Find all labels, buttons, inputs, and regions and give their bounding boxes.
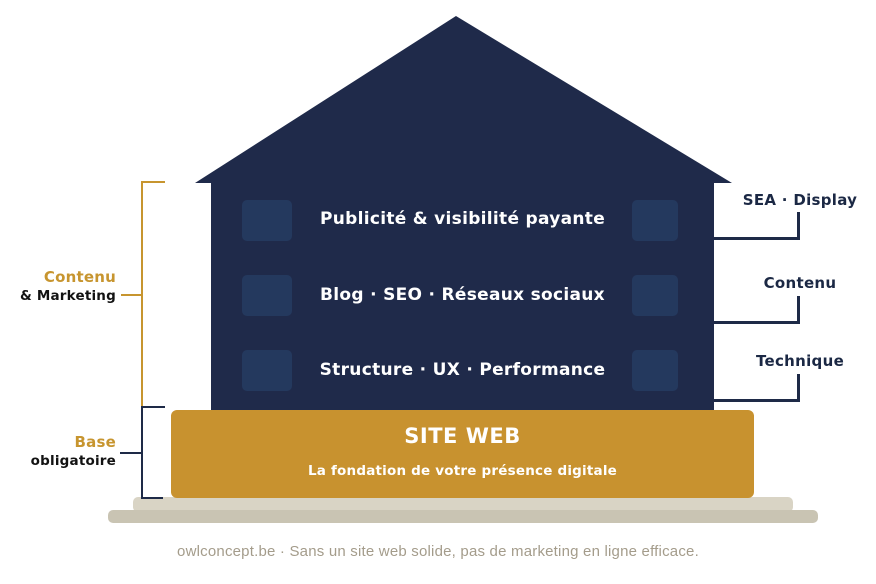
window-top-right [632, 200, 678, 241]
gold-bracket-vertical-line [141, 181, 143, 407]
banner-title: SITE WEB [404, 424, 521, 448]
ground-bar-lower [108, 510, 818, 523]
window-middle-right [632, 275, 678, 316]
window-middle-left [242, 275, 292, 316]
right-connector-vertical-contenu [797, 296, 800, 324]
right-tag-contenu: Contenu [763, 274, 837, 292]
window-top-left [242, 200, 292, 241]
window-bottom-left [242, 350, 292, 391]
house-body [211, 180, 714, 412]
right-tag-sea-display: SEA · Display [742, 191, 858, 209]
right-connector-horizontal-contenu [714, 321, 800, 324]
right-connector-vertical-sea [797, 212, 800, 240]
floor-label-technical: Structure · UX · Performance [319, 360, 606, 380]
floor-label-advertising: Publicité & visibilité payante [319, 209, 606, 229]
gold-bracket-connector-line [121, 294, 141, 296]
left-annotation-rest: & Marketing [19, 288, 116, 304]
left-annotation-highlight: Contenu [43, 268, 116, 286]
window-bottom-right [632, 350, 678, 391]
left-annotation-base: Base obligatoire [18, 433, 116, 471]
floor-label-content: Blog · SEO · Réseaux sociaux [320, 285, 605, 305]
navy-bracket-bottom-line [141, 497, 163, 499]
right-tag-technique: Technique [755, 352, 845, 370]
banner-subtitle: La fondation de votre présence digitale [307, 463, 618, 479]
right-connector-horizontal-sea [714, 237, 800, 240]
footer-caption: owlconcept.be · Sans un site web solide,… [177, 543, 699, 560]
left-annotation-highlight: Base [74, 433, 116, 451]
right-connector-vertical-technique [797, 374, 800, 402]
navy-bracket-top-line [141, 406, 165, 408]
right-connector-horizontal-technique [714, 399, 800, 402]
navy-bracket-connector-line [120, 452, 141, 454]
left-annotation-content-marketing: Contenu & Marketing [18, 268, 116, 306]
ground-bar-upper [133, 497, 793, 512]
navy-bracket-vertical-line [141, 406, 143, 499]
house-roof-shape [195, 16, 732, 183]
gold-bracket-top-line [141, 181, 165, 183]
site-web-banner [171, 410, 754, 498]
left-annotation-rest: obligatoire [30, 453, 116, 469]
